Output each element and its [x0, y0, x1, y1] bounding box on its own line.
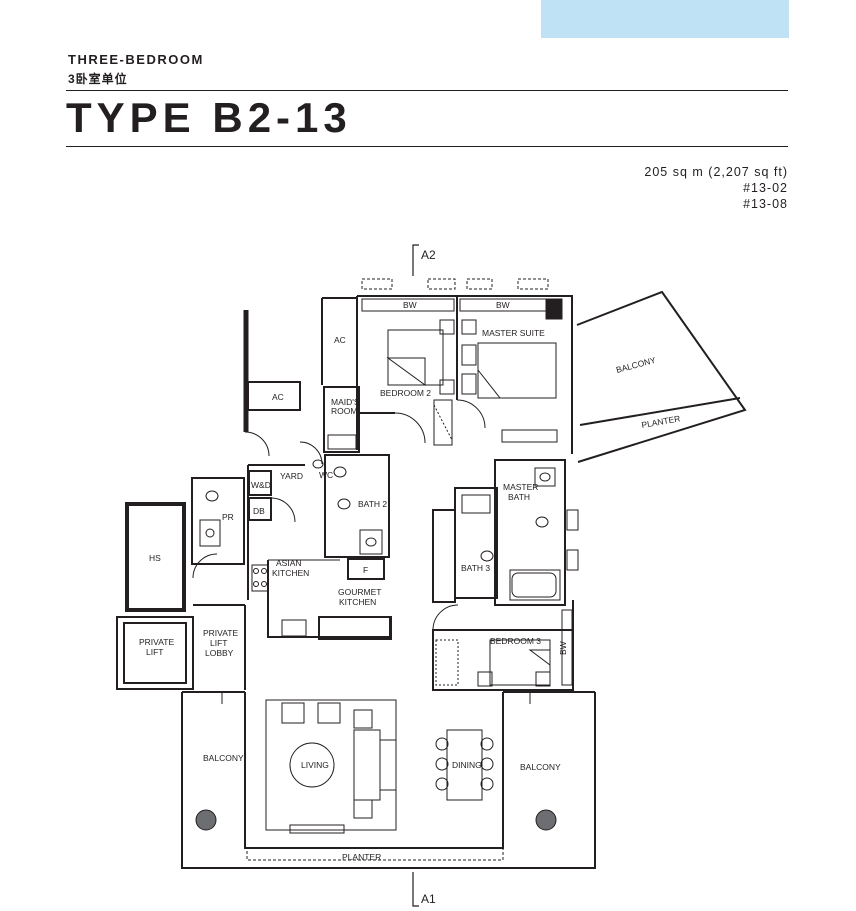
label-asian-kitchen: ASIAN: [276, 558, 302, 568]
header-accent-bar: [541, 0, 789, 38]
label-dining: DINING: [452, 760, 482, 770]
label-private-lift-lobby: PRIVATE: [203, 628, 238, 638]
label-maids-room: ROOM: [331, 406, 357, 416]
label-pr: PR: [222, 512, 234, 522]
label-balcony: BALCONY: [615, 355, 657, 375]
label-wc: WC: [319, 470, 333, 480]
label-maids-room: MAID'S: [331, 397, 360, 407]
header-rule-bottom: [66, 146, 788, 147]
label-private-lift-lobby: LIFT: [210, 638, 227, 648]
section-label-top: A2: [421, 248, 436, 262]
unit-info: 205 sq m (2,207 sq ft) #13-02 #13-08: [644, 164, 788, 212]
label-bw: BW: [558, 641, 568, 655]
label-hs: HS: [149, 553, 161, 563]
label-wd: W&D: [251, 480, 271, 490]
label-ac: AC: [334, 335, 346, 345]
label-balcony: BALCONY: [520, 762, 561, 772]
label-master-suite: MASTER SUITE: [482, 328, 545, 338]
label-bath-2: BATH 2: [358, 499, 387, 509]
room-labels: MASTER SUITE BEDROOM 2 BEDROOM 3 MASTER …: [139, 300, 681, 862]
label-yard: YARD: [280, 471, 303, 481]
label-balcony: BALCONY: [203, 753, 244, 763]
label-bedroom-2: BEDROOM 2: [380, 388, 431, 398]
label-living: LIVING: [301, 760, 329, 770]
section-marker-bottom: [412, 872, 419, 907]
label-planter: PLANTER: [342, 852, 381, 862]
section-label-bottom: A1: [421, 892, 436, 906]
section-marker-top: [412, 244, 419, 276]
label-master-bath: MASTER: [503, 482, 538, 492]
unit-category-chinese: 3卧室单位: [68, 72, 128, 86]
label-asian-kitchen: KITCHEN: [272, 568, 309, 578]
plan-details: [192, 278, 579, 861]
walls: [116, 290, 747, 869]
label-bw: BW: [403, 300, 417, 310]
label-bath-3: BATH 3: [461, 563, 490, 573]
label-gourmet-kitchen: GOURMET: [338, 587, 381, 597]
planter-pots: [195, 809, 557, 831]
unit-category: THREE-BEDROOM: [68, 52, 204, 67]
label-bw: BW: [496, 300, 510, 310]
label-ac: AC: [272, 392, 284, 402]
label-bedroom-3: BEDROOM 3: [490, 636, 541, 646]
label-gourmet-kitchen: KITCHEN: [339, 597, 376, 607]
unit-area: 205 sq m (2,207 sq ft): [644, 165, 788, 179]
label-private-lift-lobby: LOBBY: [205, 648, 234, 658]
unit-number: #13-02: [743, 181, 788, 195]
label-fridge: F: [363, 565, 368, 575]
label-db: DB: [253, 506, 265, 516]
label-private-lift: PRIVATE: [139, 637, 174, 647]
label-private-lift: LIFT: [146, 647, 163, 657]
label-planter: PLANTER: [641, 413, 681, 430]
unit-number: #13-08: [743, 197, 788, 211]
unit-type-title: TYPE B2-13: [66, 94, 352, 141]
label-master-bath: BATH: [508, 492, 530, 502]
header-rule-top: [66, 90, 788, 91]
